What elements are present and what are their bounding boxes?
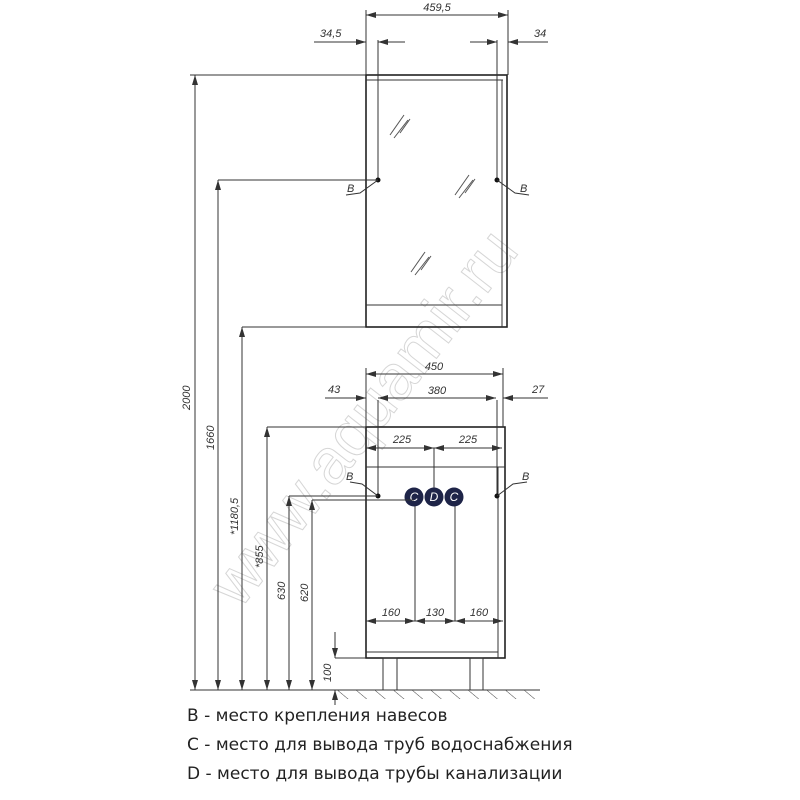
total-height-dim: 2000 [181, 385, 193, 411]
water-outlet-icon [444, 487, 464, 507]
half-right-dim: 225 [458, 434, 478, 446]
cabinet-width-dim: 450 [425, 361, 444, 373]
mirror-left-offset-dim: 34,5 [320, 28, 342, 40]
cabinet-right-offset-dim: 27 [531, 384, 545, 396]
cabinet-left-offset-dim: 43 [328, 384, 341, 396]
cabinet-top-height-dim: *855 [254, 544, 266, 568]
legend-key: D [187, 764, 201, 784]
watermark: www.aquamir.ru [194, 216, 532, 620]
mirror-width-dim: 459,5 [423, 2, 451, 14]
floor-hatch [337, 690, 540, 699]
bottom-mid-dim: 130 [426, 607, 445, 619]
cabinet [349, 400, 528, 691]
pipe-outlets: C D C [404, 487, 464, 507]
cabinet-mount-label-right: B [522, 471, 529, 483]
leg-height-dim: 100 [322, 663, 334, 682]
mirror-right-offset-dim: 34 [534, 28, 546, 40]
legend-text: - место для вывода трубы канализации [200, 764, 563, 784]
bottom-right-dim: 160 [470, 607, 489, 619]
bottom-left-dim: 160 [382, 607, 401, 619]
glass-reflection-icon [389, 114, 476, 276]
legend-item-c: C - место для вывода труб водоснабжения [187, 735, 573, 755]
pipe-label-c: C [450, 490, 459, 504]
mirror-mount-label-right: B [520, 183, 527, 195]
legend-text: - место для вывода труб водоснабжения [198, 735, 573, 755]
mount-height-dim: 630 [276, 581, 288, 600]
legend-item-b: B - место крепления навесов [187, 706, 447, 726]
pipe-label-d: D [430, 490, 439, 504]
mirror-bottom-height-dim: *1180,5 [229, 497, 241, 535]
cabinet-mount-label-left: B [346, 471, 353, 483]
cabinet-inner-width-dim: 380 [428, 385, 447, 397]
drain-outlet-icon [424, 487, 444, 507]
legend-text: - место крепления навесов [198, 706, 448, 726]
legend-key: B [187, 706, 199, 726]
legend-item-d: D - место для вывода трубы канализации [187, 764, 562, 784]
mirror-mount-height-dim: 1660 [205, 425, 217, 450]
pipe-label-c: C [410, 490, 419, 504]
half-left-dim: 225 [392, 434, 412, 446]
pipe-height-dim: 620 [299, 583, 311, 602]
mirror [345, 40, 530, 328]
mirror-mount-label-left: B [347, 183, 354, 195]
legend-key: C [187, 735, 199, 755]
water-outlet-icon [404, 487, 424, 507]
